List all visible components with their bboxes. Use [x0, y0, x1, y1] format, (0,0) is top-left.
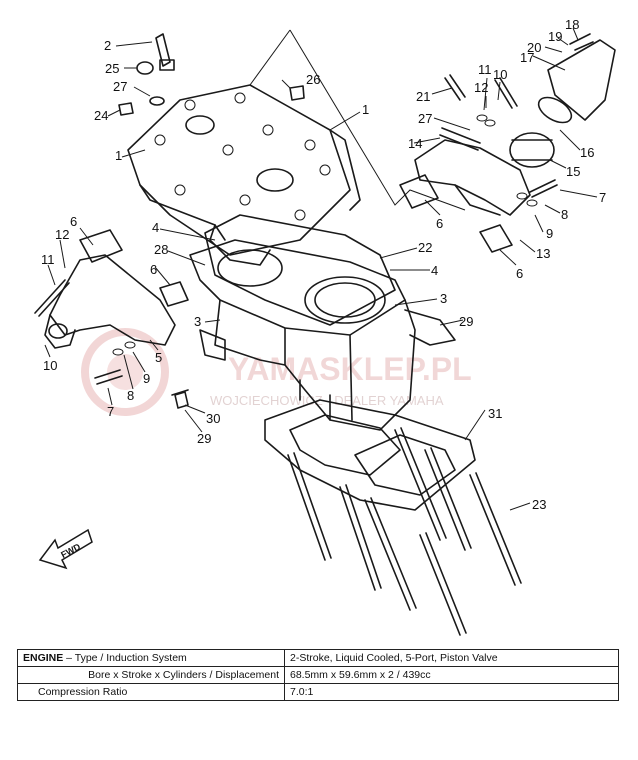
- callout-16: 16: [580, 145, 594, 160]
- watermark-sub-text: WOJCIECHOWICZ - DEALER YAMAHA: [210, 393, 444, 408]
- left-water-manifold: [34, 229, 189, 409]
- callout-8b: 8: [561, 207, 568, 222]
- spec-label-rest: Compression Ratio: [38, 686, 128, 698]
- callout-27a: 27: [113, 79, 127, 94]
- callout-28: 28: [154, 242, 168, 257]
- callout-22: 22: [418, 240, 432, 255]
- spec-label: Compression Ratio: [17, 683, 285, 701]
- callout-10b: 10: [493, 67, 507, 82]
- callout-27b: 27: [418, 111, 432, 126]
- callout-1b: 1: [362, 102, 369, 117]
- callout-6a: 6: [70, 214, 77, 229]
- callout-9a: 9: [143, 371, 150, 386]
- callout-21: 21: [416, 89, 430, 104]
- bracket-line: [289, 29, 466, 211]
- callout-5: 5: [155, 350, 162, 365]
- callout-7b: 7: [599, 190, 606, 205]
- fwd-arrow-icon: [38, 528, 93, 570]
- callout-7a: 7: [107, 404, 114, 419]
- base-gasket: [264, 399, 476, 511]
- callout-9b: 9: [546, 226, 553, 241]
- spark-plug: [118, 33, 305, 116]
- callout-12b: 12: [474, 80, 488, 95]
- callout-23: 23: [532, 497, 546, 512]
- callout-10a: 10: [43, 358, 57, 373]
- callout-18: 18: [565, 17, 579, 32]
- callout-1a: 1: [115, 148, 122, 163]
- studs: [287, 427, 522, 636]
- callout-12a: 12: [55, 227, 69, 242]
- callout-24: 24: [94, 108, 108, 123]
- callout-4b: 4: [431, 263, 438, 278]
- callout-3a: 3: [194, 314, 201, 329]
- callout-15: 15: [566, 164, 580, 179]
- callout-19: 19: [548, 29, 562, 44]
- spec-label: Bore x Stroke x Cylinders / Displacement: [17, 666, 285, 684]
- cylinder-head: [127, 84, 361, 266]
- callout-11a: 11: [41, 252, 55, 267]
- callout-17: 17: [520, 50, 534, 65]
- callout-13: 13: [536, 246, 550, 261]
- callout-14: 14: [408, 136, 422, 151]
- callout-3b: 3: [440, 291, 447, 306]
- callout-11b: 11: [478, 62, 492, 77]
- callout-31: 31: [488, 406, 502, 421]
- spec-row: ENGINE – Type / Induction System 2-Strok…: [17, 649, 619, 667]
- callout-4a: 4: [152, 220, 159, 235]
- spec-label: ENGINE – Type / Induction System: [17, 649, 285, 667]
- fwd-arrow: FWD: [38, 528, 93, 570]
- callout-6b: 6: [150, 262, 157, 277]
- callout-2: 2: [104, 38, 111, 53]
- callout-25: 25: [105, 61, 119, 76]
- callout-26: 26: [306, 72, 320, 87]
- spec-row: Bore x Stroke x Cylinders / Displacement…: [17, 666, 619, 684]
- spec-value: 2-Stroke, Liquid Cooled, 5-Port, Piston …: [284, 649, 619, 667]
- thermostat-housing: [399, 33, 616, 253]
- callout-29b: 29: [459, 314, 473, 329]
- callout-20: 20: [527, 40, 541, 55]
- callout-6d: 6: [516, 266, 523, 281]
- leader-lines: [44, 27, 598, 511]
- engine-spec-table: ENGINE – Type / Induction System 2-Strok…: [17, 649, 619, 701]
- callout-29a: 29: [197, 431, 211, 446]
- callout-30: 30: [206, 411, 220, 426]
- callouts: 2 25 27 24 26 1 1 4 28 6 22 4 3 29 3 6 1…: [41, 17, 606, 512]
- spec-value: 7.0:1: [284, 683, 619, 701]
- spec-label-rest: – Type / Induction System: [63, 652, 187, 664]
- watermark-logo: [81, 328, 169, 416]
- callout-6c: 6: [436, 216, 443, 231]
- callout-8a: 8: [127, 388, 134, 403]
- spec-row: Compression Ratio 7.0:1: [17, 683, 619, 701]
- spec-value: 68.5mm x 59.6mm x 2 / 439cc: [284, 666, 619, 684]
- spec-label-bold: ENGINE: [23, 652, 64, 664]
- spec-label-rest: Bore x Stroke x Cylinders / Displacement: [88, 669, 279, 681]
